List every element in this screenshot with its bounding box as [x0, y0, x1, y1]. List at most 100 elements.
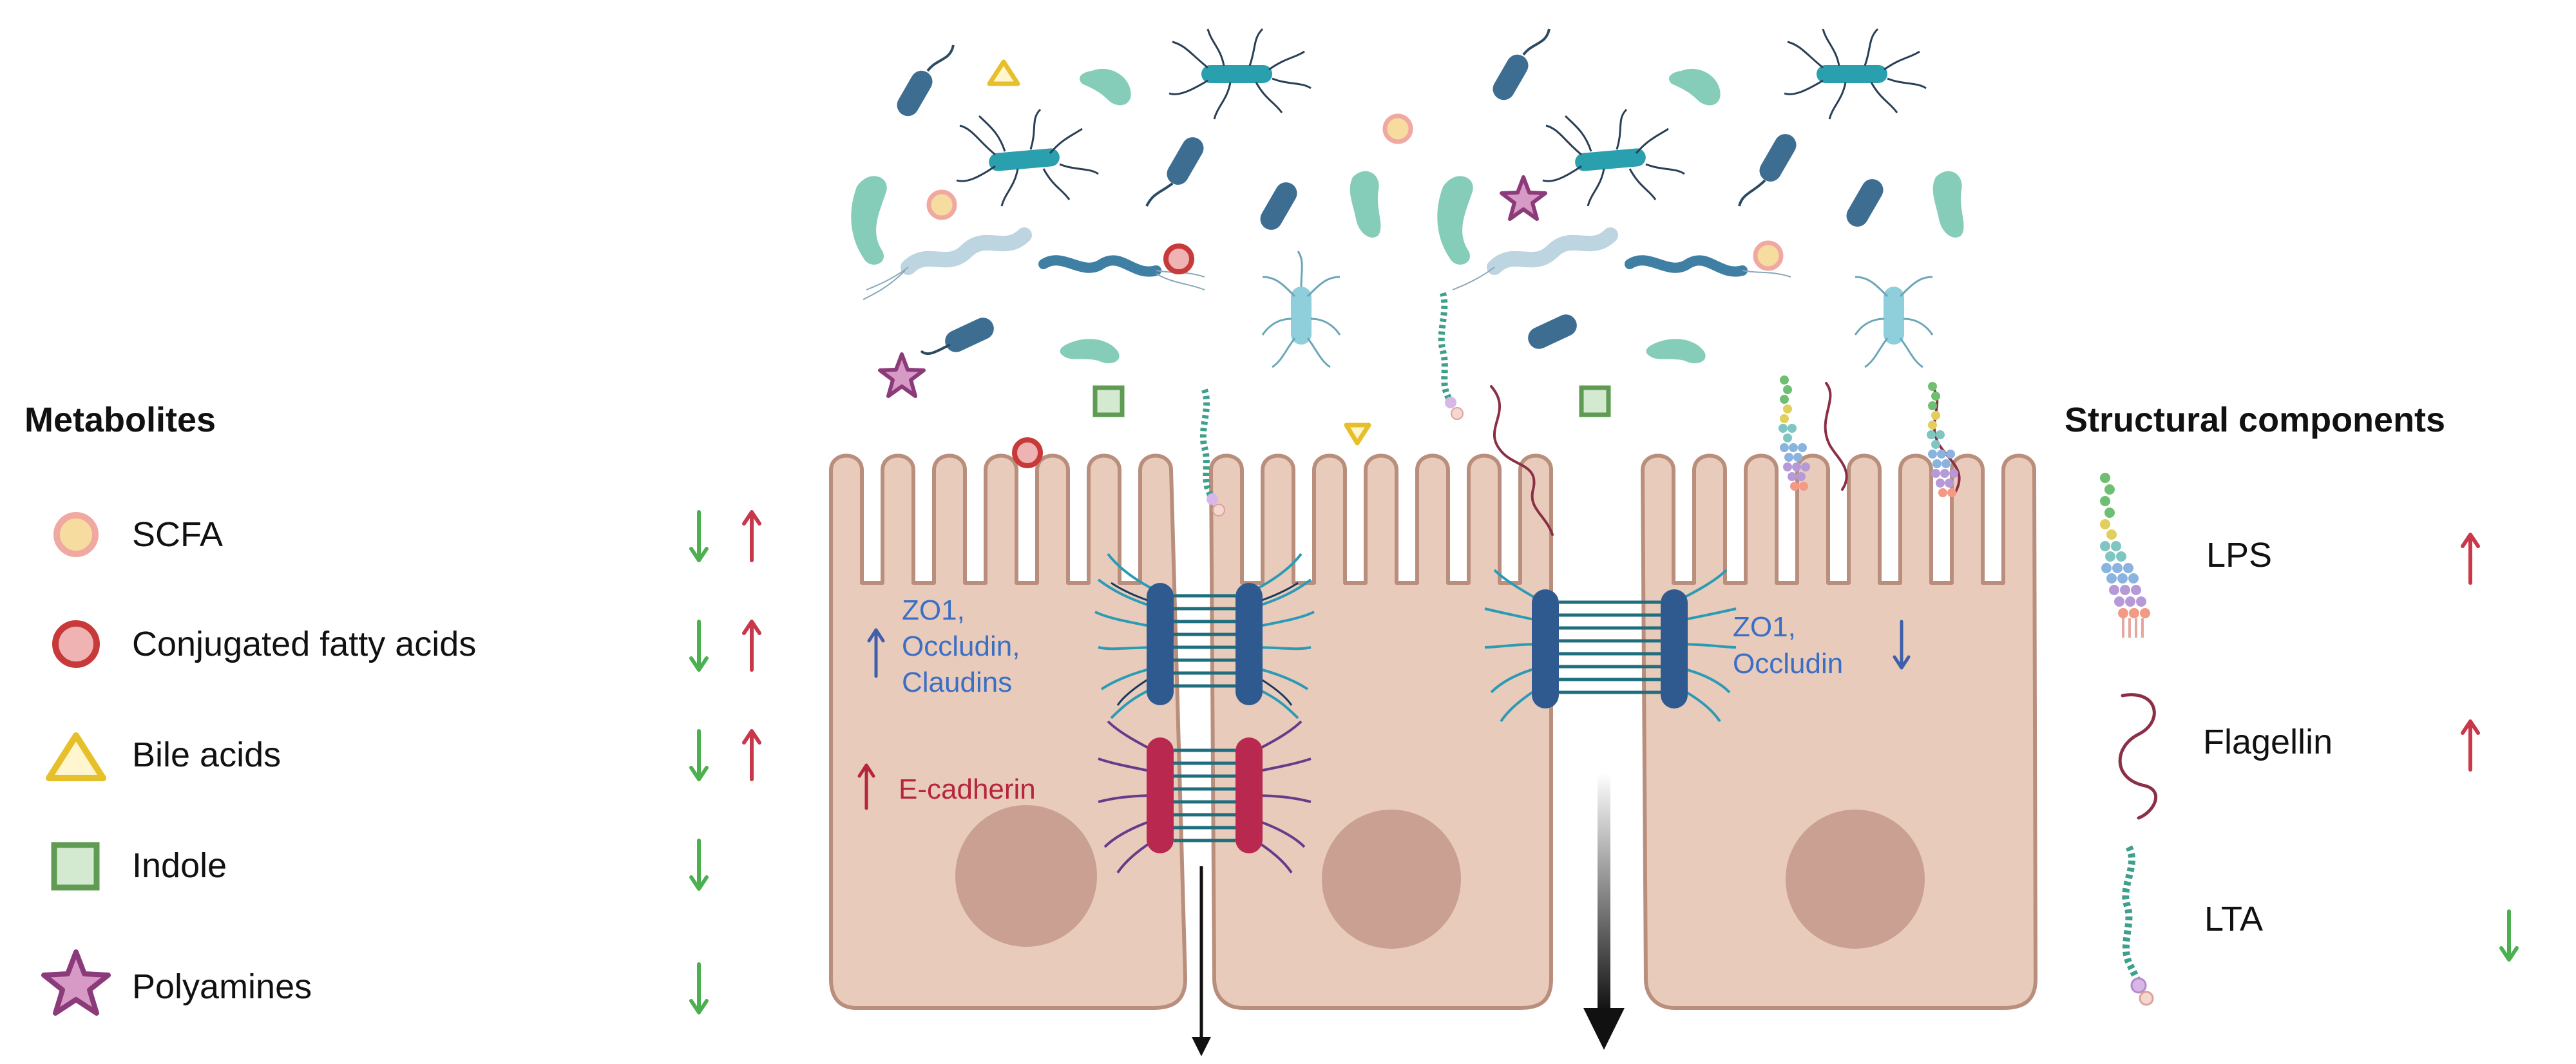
spiral-bacterium [901, 227, 1032, 275]
structural-label-lta: LTA [2204, 900, 2263, 938]
bile-down-arrow [689, 729, 709, 781]
bacterium-rod [1846, 179, 1884, 227]
scfa-circle-icon [53, 512, 99, 557]
flagellin-up-arrow [2461, 719, 2480, 772]
lta-down-arrow [2499, 909, 2519, 962]
scfa-molecule [1382, 113, 1413, 144]
right-tight-label-2: Occludin [1733, 648, 1843, 679]
right-tight-down-arrow [1893, 620, 1911, 670]
paracellular-flux-right-arrow [1583, 773, 1625, 1050]
bile-triangle-icon [46, 732, 106, 781]
metabolite-label-indole: Indole [132, 846, 227, 885]
indole-down-arrow [689, 839, 709, 891]
curved-bacterium [1668, 68, 1721, 106]
conjugated-ring-icon [52, 620, 100, 668]
adherens-protein-left-b [1236, 737, 1263, 853]
bacterium-rod [1759, 134, 1797, 182]
curved-bacterium [851, 176, 887, 265]
lta-molecule [1438, 292, 1464, 420]
structural-label-lps: LPS [2206, 536, 2272, 575]
structural-label-flagellin: Flagellin [2203, 723, 2333, 761]
indole-square-icon [51, 842, 100, 891]
nucleus-right [1786, 810, 1925, 949]
polyamine-down-arrow [689, 962, 709, 1014]
nucleus-left [955, 805, 1097, 947]
scfa-molecule [926, 189, 957, 220]
curved-bacterium [1646, 339, 1706, 364]
flagellated-bacterium [1575, 148, 1646, 171]
lps-icon [2100, 473, 2150, 638]
indole-molecule [1579, 385, 1611, 417]
lps-molecule-cluster [1779, 375, 1810, 491]
scfa-up-arrow [742, 510, 761, 562]
lta-molecule [1199, 388, 1225, 517]
left-adherens-up-arrow [857, 763, 875, 810]
curved-bacterium [1060, 339, 1120, 364]
indole-molecule [1092, 385, 1125, 417]
right-tight-label-1: ZO1, [1733, 611, 1796, 643]
spiral-bacterium [1487, 227, 1618, 275]
left-tight-label-2: Occludin, [902, 631, 1020, 662]
metabolite-label-scfa: SCFA [132, 515, 223, 554]
metabolite-label-conjugated: Conjugated fatty acids [132, 625, 476, 663]
bile-up-arrow [742, 729, 761, 781]
conjugated-molecule [1163, 243, 1194, 274]
metabolites-legend: Metabolites SCFA Conjugated fatty acids … [24, 401, 761, 1016]
bacterium-rod [1493, 54, 1529, 100]
tight-junction-protein-left-a [1147, 583, 1174, 705]
scfa-down-arrow [689, 510, 709, 562]
bacterium-rod [1260, 182, 1297, 230]
microbiota [851, 28, 1964, 536]
left-tight-label-1: ZO1, [902, 594, 965, 626]
curved-bacterium [1350, 171, 1381, 238]
flagellin-molecule [1824, 382, 1848, 491]
adherens-protein-left-a [1147, 737, 1174, 853]
metabolite-label-bile: Bile acids [132, 736, 281, 774]
structural-legend: Structural components LPS Flagellin LTA [2065, 401, 2519, 1006]
tight-junction-protein-right-a [1532, 589, 1559, 708]
conjugated-down-arrow [689, 620, 709, 672]
bacterium-rod [945, 318, 994, 352]
junction-right [1484, 569, 1737, 723]
curved-bacterium [1437, 176, 1473, 265]
nucleus-middle [1322, 810, 1461, 949]
polyamine-star-icon [41, 949, 111, 1016]
lta-icon [2122, 845, 2154, 1006]
tight-junction-protein-left-b [1236, 583, 1263, 705]
flagellated-bacterium-light [1291, 287, 1312, 345]
spiral-bacterium [1038, 255, 1161, 277]
bacterium-rod [897, 70, 933, 117]
bile-molecule [1344, 423, 1371, 446]
junction-labels: ZO1, Occludin, Claudins E-cadherin ZO1, … [857, 594, 1911, 810]
bacterium-rod [1167, 137, 1204, 185]
nuclei [955, 805, 1925, 949]
metabolite-label-polyamines: Polyamines [132, 967, 312, 1006]
flagellated-bacterium [1201, 65, 1272, 83]
lps-up-arrow [2461, 533, 2480, 585]
bacterium-rod [1528, 314, 1577, 349]
left-adherens-label: E-cadherin [899, 774, 1036, 805]
left-tight-up-arrow [867, 628, 885, 678]
paracellular-flux-left-arrow [1192, 866, 1211, 1056]
conjugated-up-arrow [742, 620, 761, 672]
scfa-molecule [1753, 240, 1784, 271]
conjugated-molecule [1012, 437, 1043, 468]
polyamine-molecule [1500, 175, 1547, 221]
flagellated-bacterium-light [1884, 287, 1904, 345]
metabolites-title: Metabolites [24, 401, 216, 439]
polyamine-molecule [878, 352, 926, 398]
flagellin-molecule [1490, 385, 1554, 536]
curved-bacterium [1079, 68, 1131, 106]
flagellin-icon [2118, 693, 2158, 820]
junction-left [1094, 553, 1315, 874]
curved-bacterium [1932, 171, 1964, 238]
epithelial-cell-middle [1209, 453, 1553, 1010]
left-tight-label-3: Claudins [902, 667, 1012, 698]
bile-molecule [987, 59, 1020, 86]
epithelial-cell-right [1641, 453, 2037, 1010]
flagellated-bacterium [989, 148, 1060, 171]
flagellated-bacterium [1817, 65, 1887, 83]
lps-molecule-cluster [1927, 382, 1958, 497]
structural-title: Structural components [2065, 401, 2445, 439]
